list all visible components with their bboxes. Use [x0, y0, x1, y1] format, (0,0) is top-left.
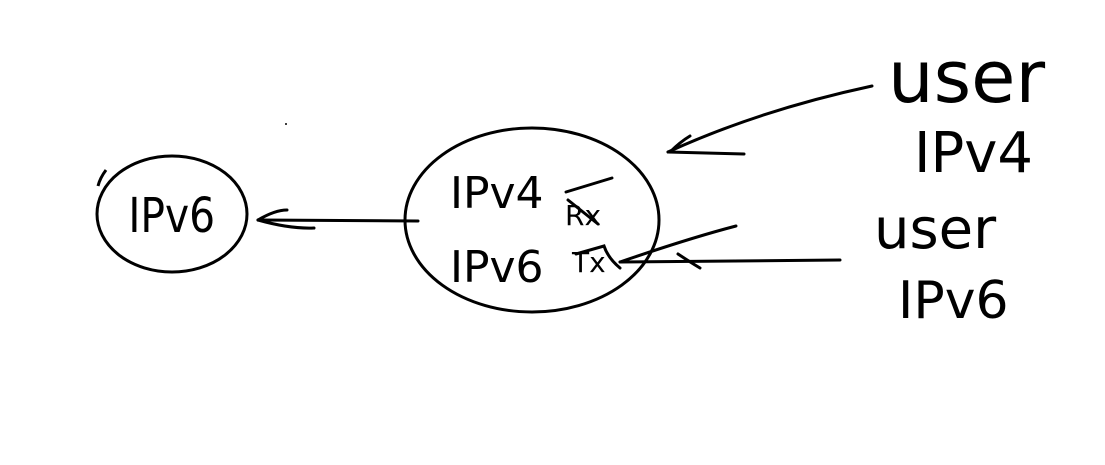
stray-dot: [285, 123, 287, 125]
ipv6-server-ellipse: [95, 154, 249, 274]
user-ipv4-label-line1: user: [888, 35, 1045, 119]
ipv6-server-node: IPv6: [95, 154, 249, 274]
arrow-proxy-to-ipv6: [256, 208, 420, 230]
proxy-label-ipv4: IPv4: [450, 168, 544, 219]
proxy-label-ipv6: IPv6: [450, 242, 544, 293]
user-ipv4-node: user IPv4: [888, 35, 1045, 186]
ipv6-server-label: IPv6: [128, 188, 215, 244]
scribble-mark: [564, 176, 622, 270]
proxy-node: IPv4 IPv6 Rx Tx: [403, 126, 661, 314]
proxy-ellipse: [403, 126, 661, 314]
arrow-user-ipv6-to-proxy: [618, 224, 842, 270]
arrow-user-ipv4-to-proxy: [666, 84, 874, 156]
user-ipv6-label-line1: user: [874, 197, 997, 262]
proxy-label-rx: Rx: [565, 199, 601, 232]
ellipse-tail: [96, 169, 108, 187]
user-ipv6-label-line2: IPv6: [898, 271, 1009, 331]
user-ipv4-label-line2: IPv4: [914, 121, 1033, 186]
user-ipv6-node: user IPv6: [874, 197, 1009, 331]
